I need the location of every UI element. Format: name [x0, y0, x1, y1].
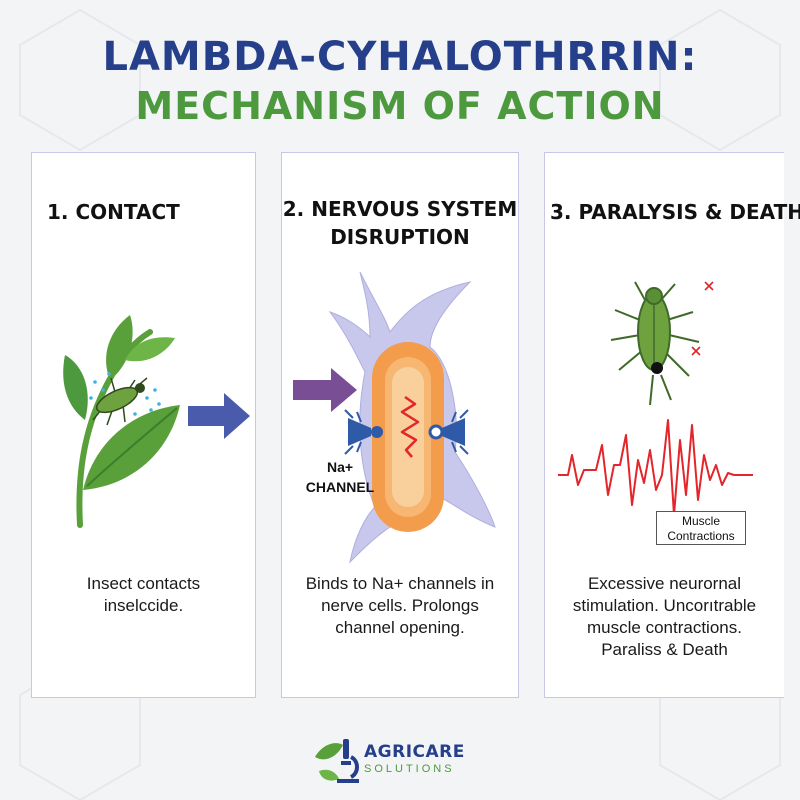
title-line-2: MECHANISM OF ACTION [135, 84, 665, 128]
signal-waveform-icon [558, 419, 753, 516]
logo-name: AGRICARE [364, 742, 465, 762]
muscle-contractions-callout: Muscle Contractions [656, 511, 746, 545]
description-line: channel opening. [335, 618, 465, 637]
description-line: muscle contractions. [587, 618, 742, 637]
heading-line: 2. NERVOUS SYSTEM [282, 197, 518, 221]
panel-description: Excessive neurornal stimulation. Uncorıt… [545, 573, 784, 661]
heading-line: DISRUPTION [330, 225, 470, 249]
description-line: stimulation. Uncorıtrable [572, 596, 757, 615]
panel-paralysis: 3. PARALYSIS & DEATH Excessive neurornal… [544, 152, 800, 698]
microscope-leaf-logo-icon [315, 739, 359, 783]
label-line: CHANNEL [305, 479, 375, 495]
panel-heading: 2. NERVOUS SYSTEM DISRUPTION [282, 195, 518, 251]
description-line: inselccide. [103, 596, 184, 615]
sodium-channel-icon [344, 409, 383, 455]
panel-description: Binds to Na+ channels in nerve cells. Pr… [282, 573, 518, 639]
x-mark-icon [691, 346, 701, 356]
description-line: Excessive neurornal [587, 574, 742, 593]
sodium-channel-icon [428, 409, 469, 455]
description-line: Binds to Na+ channels in [305, 574, 495, 593]
panel-heading: 1. CONTACT [47, 200, 180, 224]
panel-heading: 3. PARALYSIS & DEATH [550, 200, 800, 224]
title-line-1: LAMBDA-CYHALOTHRRIN: [102, 34, 698, 80]
na-channel-label: Na+ CHANNEL [305, 457, 375, 497]
x-mark-icon [704, 281, 714, 291]
logo-subtitle: SOLUTIONS [364, 763, 455, 775]
label-line: Na+ [326, 459, 354, 475]
description-line: nerve cells. Prolongs [321, 596, 479, 615]
description-line: Paraliss & Death [601, 640, 728, 659]
callout-line: Contractions [667, 529, 735, 543]
plant-icon [63, 315, 180, 528]
arrow-right-icon [188, 393, 250, 439]
dead-insect-icon [610, 281, 700, 406]
neuron-icon [328, 271, 496, 564]
callout-line: Muscle [681, 514, 720, 528]
description-line: Insect contacts [86, 574, 201, 593]
arrow-right-icon [293, 368, 357, 412]
panel-description: Insect contacts inselccide. [32, 573, 255, 617]
insect-icon [89, 372, 161, 426]
